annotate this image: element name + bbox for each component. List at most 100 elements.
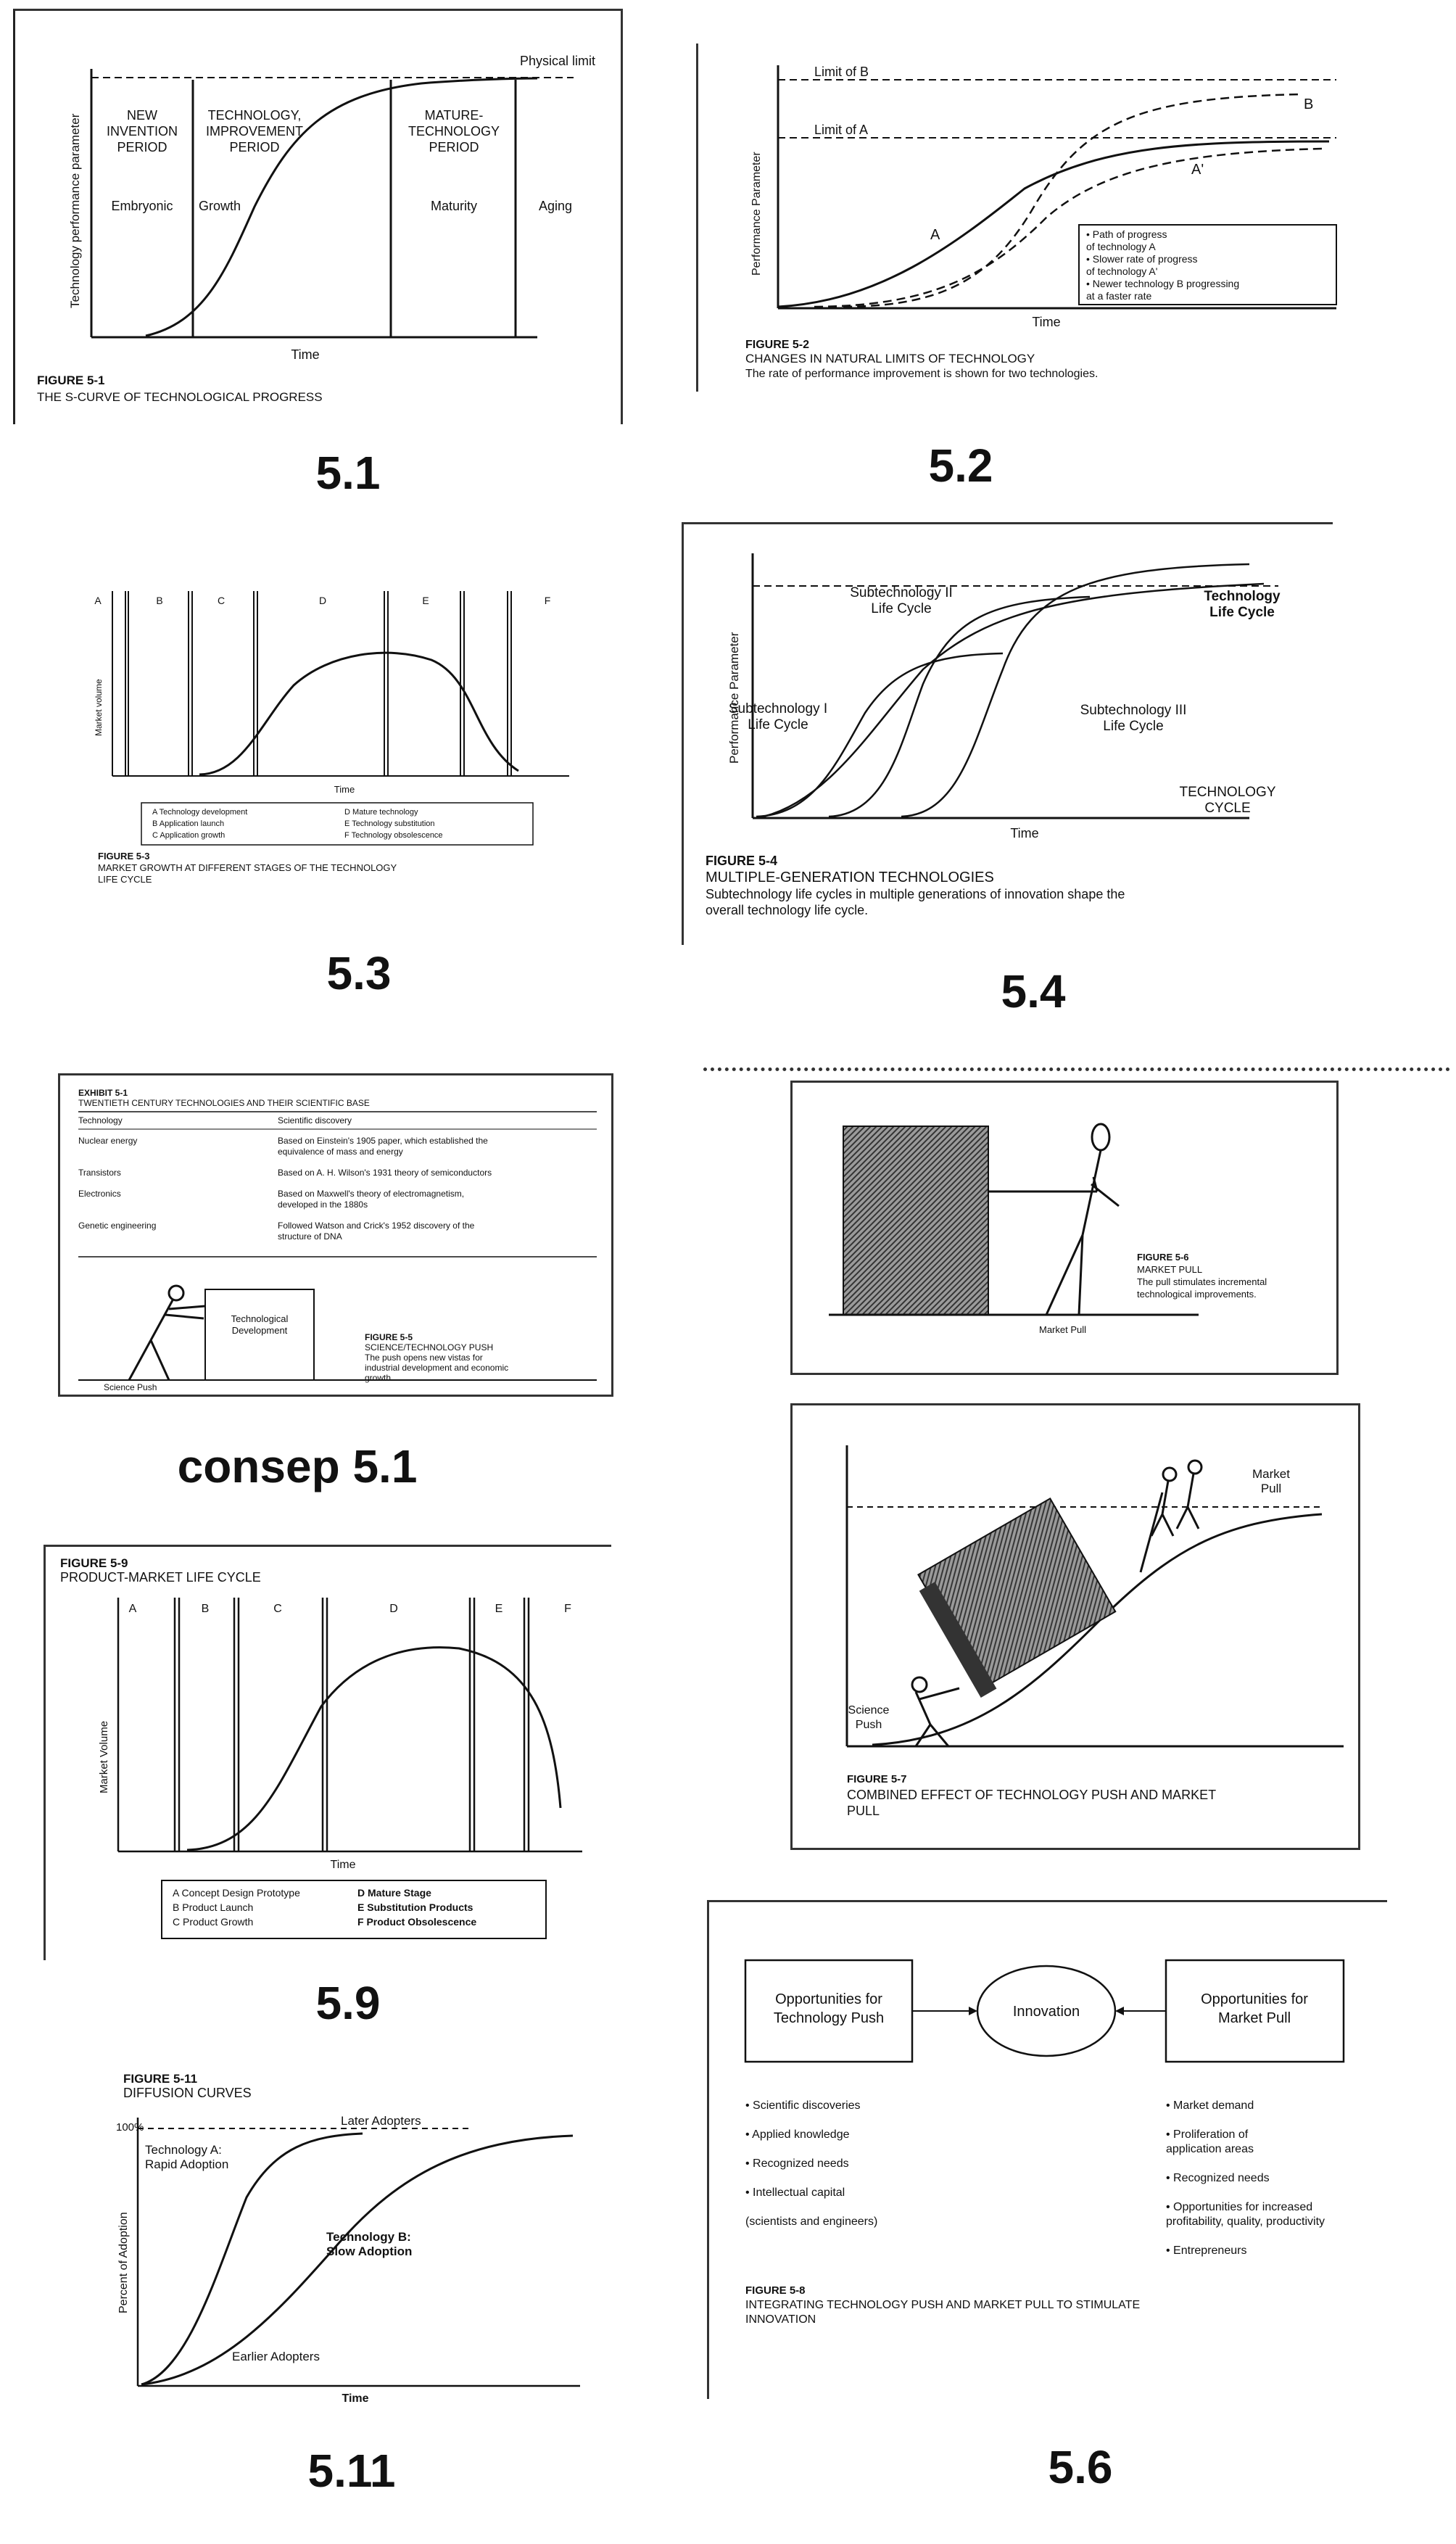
stage-label: A xyxy=(129,1603,137,1615)
caption-5-3: 5.3 xyxy=(326,947,392,999)
figure-number: FIGURE 5-5 xyxy=(365,1332,413,1342)
curve-a-prime-label: A' xyxy=(1191,162,1204,178)
box-label: Technology Push xyxy=(774,2010,884,2026)
figure-number: FIGURE 5-9 xyxy=(60,1556,128,1570)
figure-5-9-svg: FIGURE 5-9 PRODUCT-MARKET LIFE CYCLE Mar… xyxy=(60,1556,582,1939)
legend-line: D Mature Stage xyxy=(357,1887,431,1899)
figure-5-7-svg: Market Pull Science Push FIGURE 5-7 COMB… xyxy=(845,1445,1344,1818)
arrow-head xyxy=(1115,2007,1124,2015)
stage-dividers xyxy=(173,1598,530,1851)
figure-title: CHANGES IN NATURAL LIMITS OF TECHNOLOGY xyxy=(745,352,1035,366)
caption-consep-5-1: consep 5.1 xyxy=(177,1440,418,1492)
figure-5-4-panel: Subtechnology II Life Cycle Subtechnolog… xyxy=(682,522,1333,945)
phase-label-line: INVENTION xyxy=(107,124,178,139)
x-axis-label: Time xyxy=(342,2392,368,2405)
figure-5-1-panel: Physical limit Technology performance pa… xyxy=(13,9,623,424)
list-item: (scientists and engineers) xyxy=(745,2215,877,2228)
sub3-label: Life Cycle xyxy=(1103,719,1163,734)
figure-5-8-panel: Opportunities for Technology Push Innova… xyxy=(707,1900,1387,2399)
figure-5-7-panel: Market Pull Science Push FIGURE 5-7 COMB… xyxy=(790,1403,1360,1850)
figure-5-2-svg: Limit of B Limit of A A A' B Performance… xyxy=(745,65,1337,380)
curve-a-prime xyxy=(814,147,1323,308)
exhibit-title: TWENTIETH CENTURY TECHNOLOGIES AND THEIR… xyxy=(78,1098,370,1108)
legend-box xyxy=(1078,224,1337,305)
box-label: Opportunities for xyxy=(1201,1991,1308,2007)
figure-5-6-panel: Market Pull FIGURE 5-6 MARKET PULL The p… xyxy=(790,1081,1339,1375)
figure-5-8-svg: Opportunities for Technology Push Innova… xyxy=(744,1959,1345,2326)
market-pull-label: Market Pull xyxy=(1039,1324,1086,1335)
y-axis-label: Market Volume xyxy=(98,1721,110,1793)
table-cell: Genetic engineering xyxy=(78,1221,156,1231)
table-cell: equivalence of mass and energy xyxy=(278,1147,403,1157)
dotted-separator xyxy=(703,1067,1450,1071)
subtech-3-curve xyxy=(901,563,1250,818)
legend-line: F Technology obsolescence xyxy=(344,831,443,840)
phase-label-line: TECHNOLOGY, xyxy=(208,108,302,123)
cycle-label: CYCLE xyxy=(1204,801,1250,816)
figure-number: FIGURE 5-3 xyxy=(98,851,150,862)
legend-line: F Product Obsolescence xyxy=(357,1916,476,1928)
legend-line: D Mature technology xyxy=(344,808,418,817)
table-cell: Electronics xyxy=(78,1189,121,1199)
box-label: Opportunities for xyxy=(775,1991,882,2007)
x-axis-label: Time xyxy=(1010,826,1038,841)
phase-label-line: NEW xyxy=(127,108,157,123)
figure-5-11-panel: FIGURE 5-11 DIFFUSION CURVES 100% Techno… xyxy=(116,2067,587,2408)
table-cell: Based on A. H. Wilson's 1931 theory of s… xyxy=(278,1168,492,1178)
phase-label-line: PERIOD xyxy=(229,140,279,154)
technology-a-curve xyxy=(141,2132,363,2386)
later-adopters-label: Later Adopters xyxy=(341,2114,421,2128)
figure-subtitle: overall technology life cycle. xyxy=(706,903,868,917)
legend-line: C Product Growth xyxy=(173,1916,253,1928)
limit-a-label: Limit of A xyxy=(814,123,868,137)
earlier-adopters-label: Earlier Adopters xyxy=(232,2350,320,2363)
arrow-head xyxy=(969,2007,977,2015)
list-item: • Recognized needs xyxy=(745,2157,849,2170)
tech-b-label: Slow Adoption xyxy=(326,2244,412,2258)
market-pull-label: Market xyxy=(1252,1467,1290,1481)
stage-label: B xyxy=(156,595,162,606)
stage-label: F xyxy=(545,595,551,606)
market-pull-box xyxy=(1165,1959,1345,2063)
list-item: profitability, quality, productivity xyxy=(1166,2215,1325,2228)
legend-box xyxy=(161,1880,547,1939)
figure-title: PULL xyxy=(847,1804,880,1818)
legend-line: B Application launch xyxy=(152,819,224,828)
figure-subtitle: The push opens new vistas for xyxy=(365,1352,483,1363)
figure-number: FIGURE 5-1 xyxy=(37,373,105,387)
stage-label: B xyxy=(202,1603,210,1615)
technology-curve xyxy=(763,582,1265,818)
technology-push-box xyxy=(744,1959,914,2063)
figure-subtitle: technological improvements. xyxy=(1137,1289,1257,1300)
table-cell: developed in the 1880s xyxy=(278,1199,368,1210)
science-push-label: Push xyxy=(856,1719,882,1731)
legend-line: • Path of progress xyxy=(1086,228,1167,240)
figure-number: FIGURE 5-2 xyxy=(745,339,809,351)
figure-subtitle: Subtechnology life cycles in multiple ge… xyxy=(706,887,1125,901)
list-item: • Proliferation of xyxy=(1166,2128,1249,2141)
list-item: • Entrepreneurs xyxy=(1166,2244,1246,2257)
box-label: Development xyxy=(232,1325,288,1336)
figure-5-2-panel: Limit of B Limit of A A A' B Performance… xyxy=(696,44,1380,392)
figure-number: FIGURE 5-11 xyxy=(123,2072,197,2086)
figure-title: MULTIPLE-GENERATION TECHNOLOGIES xyxy=(706,870,994,885)
tech-label: Life Cycle xyxy=(1209,605,1275,620)
phase-label-line: PERIOD xyxy=(117,140,167,154)
figure-subtitle: industrial development and economic xyxy=(365,1363,508,1373)
figure-5-11-svg: FIGURE 5-11 DIFFUSION CURVES 100% Techno… xyxy=(116,2072,580,2405)
subtech-2-curve xyxy=(828,595,1091,818)
stage-label: F xyxy=(564,1603,571,1615)
stick-figure-pullers xyxy=(1139,1459,1203,1573)
figure-subtitle: growth. xyxy=(365,1373,393,1383)
figure-title: INTEGRATING TECHNOLOGY PUSH AND MARKET P… xyxy=(745,2299,1140,2311)
stage-label: A xyxy=(94,595,102,606)
box-label: Market Pull xyxy=(1218,2010,1291,2026)
exhibit-5-1-svg: EXHIBIT 5-1 TWENTIETH CENTURY TECHNOLOGI… xyxy=(78,1088,597,1392)
stage-label: D xyxy=(389,1603,398,1615)
figure-title: MARKET GROWTH AT DIFFERENT STAGES OF THE… xyxy=(98,862,397,873)
figure-title: SCIENCE/TECHNOLOGY PUSH xyxy=(365,1342,493,1352)
list-item: application areas xyxy=(1166,2143,1254,2155)
stick-figure-puller xyxy=(1045,1123,1120,1316)
